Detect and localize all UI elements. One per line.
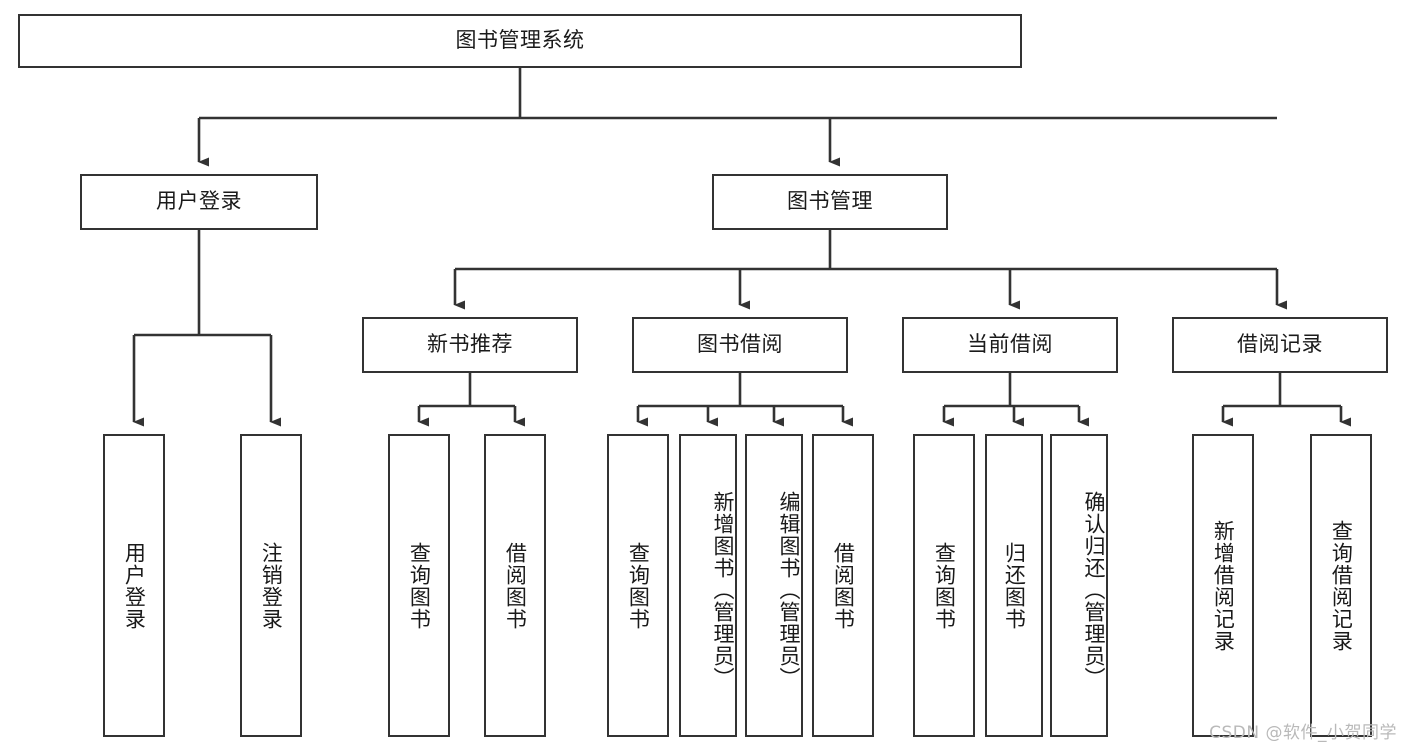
leaf-borrow-book-recommend-label: 借阅图书	[503, 541, 528, 630]
node-new-book-recommend-label: 新书推荐	[427, 332, 513, 357]
leaf-query-book-recommend[interactable]: 查询图书	[388, 434, 450, 737]
node-current-borrow[interactable]: 当前借阅	[902, 317, 1118, 373]
leaf-query-book-borrow[interactable]: 查询图书	[607, 434, 669, 737]
leaf-confirm-return-admin-label: 确认归还（管理员）	[1082, 490, 1106, 689]
leaf-borrow-book-recommend[interactable]: 借阅图书	[484, 434, 546, 737]
leaf-query-borrow-record-label: 查询借阅记录	[1329, 519, 1354, 652]
leaf-logout-label: 注销登录	[259, 541, 284, 630]
leaf-query-book-current[interactable]: 查询图书	[913, 434, 975, 737]
node-book-borrow[interactable]: 图书借阅	[632, 317, 848, 373]
leaf-edit-book-admin-label: 编辑图书（管理员）	[777, 490, 801, 689]
node-current-borrow-label: 当前借阅	[967, 332, 1053, 357]
leaf-borrow-book-label: 借阅图书	[831, 541, 856, 630]
leaf-query-book-borrow-label: 查询图书	[626, 541, 651, 630]
leaf-add-book-admin[interactable]: 新增图书（管理员）	[679, 434, 737, 737]
leaf-user-login-label: 用户登录	[122, 541, 147, 630]
node-borrow-record-label: 借阅记录	[1237, 332, 1323, 357]
node-root[interactable]: 图书管理系统	[18, 14, 1022, 68]
node-root-label: 图书管理系统	[455, 28, 585, 53]
node-borrow-record[interactable]: 借阅记录	[1172, 317, 1388, 373]
leaf-confirm-return-admin[interactable]: 确认归还（管理员）	[1050, 434, 1108, 737]
leaf-query-book-recommend-label: 查询图书	[407, 541, 432, 630]
leaf-query-book-current-label: 查询图书	[932, 541, 957, 630]
leaf-logout[interactable]: 注销登录	[240, 434, 302, 737]
node-user-login[interactable]: 用户登录	[80, 174, 318, 230]
node-book-management[interactable]: 图书管理	[712, 174, 948, 230]
leaf-edit-book-admin[interactable]: 编辑图书（管理员）	[745, 434, 803, 737]
leaf-add-borrow-record-label: 新增借阅记录	[1211, 519, 1236, 652]
node-user-login-label: 用户登录	[156, 189, 242, 214]
leaf-return-book[interactable]: 归还图书	[985, 434, 1043, 737]
leaf-return-book-label: 归还图书	[1002, 541, 1027, 630]
node-new-book-recommend[interactable]: 新书推荐	[362, 317, 578, 373]
node-book-management-label: 图书管理	[787, 189, 873, 214]
leaf-borrow-book[interactable]: 借阅图书	[812, 434, 874, 737]
leaf-user-login[interactable]: 用户登录	[103, 434, 165, 737]
leaf-add-book-admin-label: 新增图书（管理员）	[711, 490, 735, 689]
node-book-borrow-label: 图书借阅	[697, 332, 783, 357]
leaf-query-borrow-record[interactable]: 查询借阅记录	[1310, 434, 1372, 737]
csdn-watermark: CSDN @软件_小贺同学	[1209, 723, 1397, 743]
leaf-add-borrow-record[interactable]: 新增借阅记录	[1192, 434, 1254, 737]
